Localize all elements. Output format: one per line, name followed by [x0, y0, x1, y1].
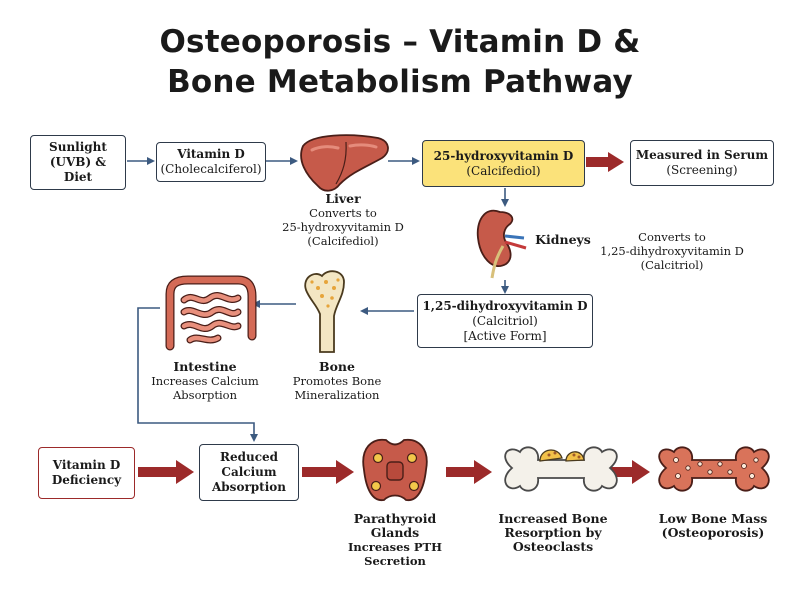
- liver-icon: [300, 134, 389, 192]
- low-bone-label: Low Bone Mass (Osteoporosis): [648, 512, 778, 540]
- arrow-parathyroid-to-resorption: [446, 460, 492, 484]
- hydroxy25-main: 25-hydroxyvitamin D: [433, 148, 574, 163]
- calcitriol-sub: (Calcitriol): [472, 313, 538, 328]
- serum-box: Measured in Serum (Screening): [630, 140, 774, 186]
- parathyroid-desc-1: Increases PTH: [348, 540, 442, 554]
- bone-name: Bone: [319, 359, 355, 374]
- deficiency-line-2: Deficiency: [51, 473, 122, 487]
- liver-name: Liver: [325, 191, 361, 206]
- hydroxy25-sub: (Calcifediol): [466, 163, 541, 178]
- low-bone-line-2: (Osteoporosis): [661, 525, 765, 540]
- kidney-desc-label: Converts to 1,25-dihydroxyvitamin D (Cal…: [592, 230, 752, 272]
- bone-desc-1: Promotes Bone: [292, 374, 382, 388]
- reduced-line-3: Absorption: [211, 480, 286, 494]
- deficiency-line-1: Vitamin D: [52, 458, 121, 472]
- liver-desc-1: Converts to: [309, 206, 377, 220]
- title-line-1: Osteoporosis – Vitamin D &: [159, 24, 641, 60]
- liver-desc-2: 25-hydroxyvitamin D: [282, 220, 404, 234]
- serum-main: Measured in Serum: [635, 148, 769, 162]
- sunlight-box: Sunlight (UVB) & Diet: [30, 135, 126, 190]
- kidney-desc-3: (Calcitriol): [640, 258, 704, 272]
- intestine-desc-1: Increases Calcium: [151, 374, 259, 388]
- arrow-reduced-to-parathyroid: [302, 460, 354, 484]
- resorption-line-1: Increased Bone: [498, 511, 608, 526]
- vitamin-d-box: Vitamin D (Cholecalciferol): [156, 142, 266, 182]
- reduced-line-2: Calcium: [221, 465, 277, 479]
- resorption-line-3: Osteoclasts: [512, 539, 594, 554]
- intestine-desc-2: Absorption: [173, 388, 237, 402]
- parathyroid-name-2: Glands: [370, 525, 420, 540]
- deficiency-box: Vitamin D Deficiency: [38, 447, 135, 499]
- parathyroid-icon: [362, 438, 428, 501]
- sunlight-line-2: (UVB) &: [49, 155, 107, 169]
- osteoporotic-bone-icon: [658, 446, 770, 492]
- arrow-intestine-to-reduced: [137, 307, 258, 442]
- reduced-box: Reduced Calcium Absorption: [199, 444, 299, 501]
- sunlight-line-1: Sunlight: [49, 140, 107, 154]
- resorption-label: Increased Bone Resorption by Osteoclasts: [488, 512, 618, 554]
- calcitriol-box: 1,25-dihydroxyvitamin D (Calcitriol) [Ac…: [417, 294, 593, 348]
- arrow-resorption-to-low-bone: [606, 460, 650, 484]
- bone-label: Bone Promotes Bone Mineralization: [272, 359, 402, 403]
- serum-sub: (Screening): [666, 163, 738, 177]
- intestine-label: Intestine Increases Calcium Absorption: [140, 359, 270, 403]
- liver-label: Liver Converts to 25-hydroxyvitamin D (C…: [268, 191, 418, 249]
- kidneys-label: Kidneys: [528, 233, 598, 247]
- low-bone-line-1: Low Bone Mass: [658, 511, 768, 526]
- intestine-name: Intestine: [173, 359, 237, 374]
- kidney-desc-2: 1,25-dihydroxyvitamin D: [600, 244, 744, 258]
- kidneys-name: Kidneys: [535, 232, 591, 247]
- bone-desc-2: Mineralization: [294, 388, 380, 402]
- parathyroid-label: Parathyroid Glands Increases PTH Secreti…: [335, 511, 455, 569]
- calcitriol-main: 1,25-dihydroxyvitamin D: [422, 298, 588, 313]
- vitamin-d-main: Vitamin D: [177, 147, 245, 161]
- intestine-icon: [165, 275, 257, 351]
- resorption-line-2: Resorption by: [504, 525, 602, 540]
- parathyroid-name-1: Parathyroid: [353, 511, 437, 526]
- hydroxy25-box: 25-hydroxyvitamin D (Calcifediol): [422, 140, 585, 187]
- arrow-deficiency-to-reduced: [138, 460, 194, 484]
- calcitriol-note: [Active Form]: [463, 328, 547, 343]
- diagram-title: Osteoporosis – Vitamin D & Bone Metaboli…: [0, 22, 800, 102]
- title-line-2: Bone Metabolism Pathway: [167, 64, 633, 100]
- bone-icon: [304, 270, 345, 353]
- blue-arrows: [127, 157, 509, 442]
- bone-resorption-icon: [504, 446, 618, 492]
- red-arrows: [138, 152, 650, 484]
- arrow-25-hydroxy-to-serum: [586, 152, 624, 172]
- sunlight-line-3: Diet: [63, 170, 93, 184]
- vitamin-d-sub: (Cholecalciferol): [160, 162, 262, 176]
- liver-desc-3: (Calcifediol): [307, 234, 379, 248]
- kidney-icon: [476, 209, 527, 279]
- kidney-desc-1: Converts to: [638, 230, 706, 244]
- reduced-line-1: Reduced: [219, 450, 279, 464]
- parathyroid-desc-2: Secretion: [364, 554, 426, 568]
